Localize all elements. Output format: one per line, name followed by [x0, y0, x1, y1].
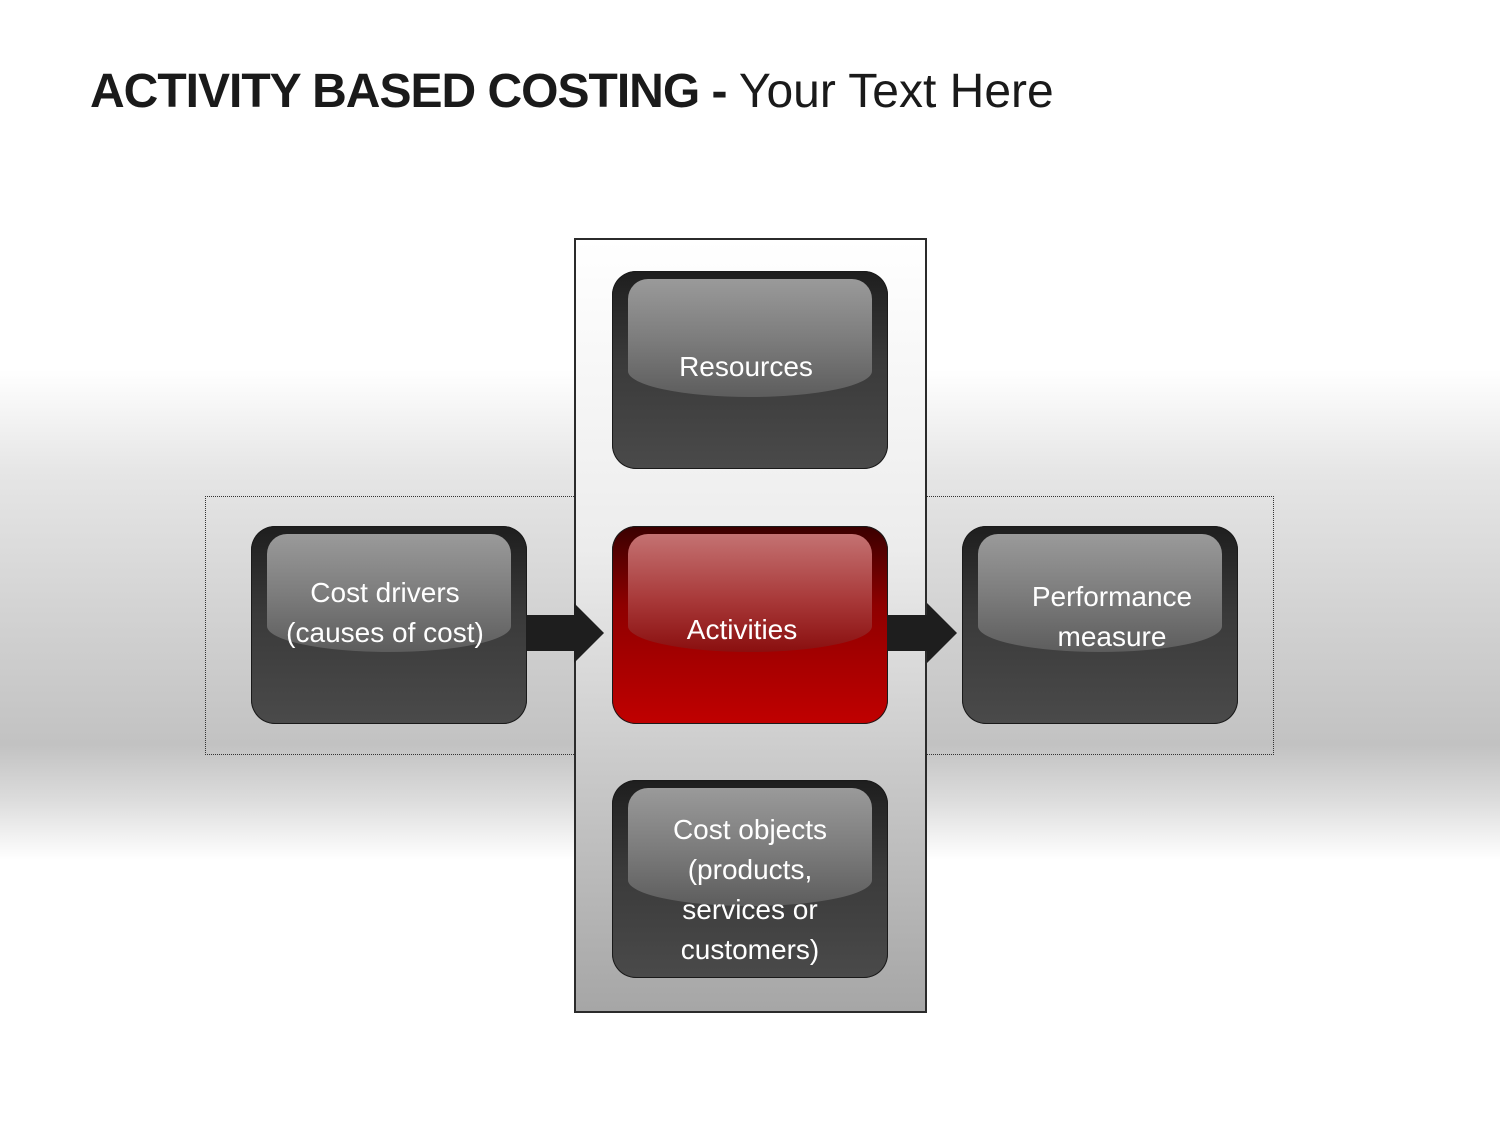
- title-main: ACTIVITY BASED COSTING -: [90, 65, 739, 118]
- title-subtitle: Your Text Here: [738, 65, 1054, 118]
- cost-drivers-box: Cost drivers (causes of cost): [251, 526, 527, 724]
- box-gloss: [628, 534, 872, 652]
- activities-label: Activities: [686, 614, 798, 645]
- activities-box: Activities: [612, 526, 888, 724]
- performance-measure-box: Performance measure: [962, 526, 1238, 724]
- resources-box: Resources: [612, 271, 888, 469]
- box-gloss: [978, 534, 1222, 652]
- box-gloss: [628, 279, 872, 397]
- cost-drivers-label: Cost drivers (causes of cost): [286, 577, 484, 648]
- cost-objects-label: Cost objects (products, services or cust…: [672, 814, 828, 965]
- page-title: ACTIVITY BASED COSTING - Your Text Here: [90, 62, 1054, 122]
- right-arrow-icon: [887, 603, 957, 663]
- resources-label: Resources: [679, 351, 813, 382]
- cost-objects-box: Cost objects (products, services or cust…: [612, 780, 888, 978]
- box-gloss: [628, 788, 872, 906]
- performance-measure-label: Performance measure: [1031, 581, 1193, 652]
- right-arrow-icon: [526, 603, 604, 663]
- box-gloss: [267, 534, 511, 652]
